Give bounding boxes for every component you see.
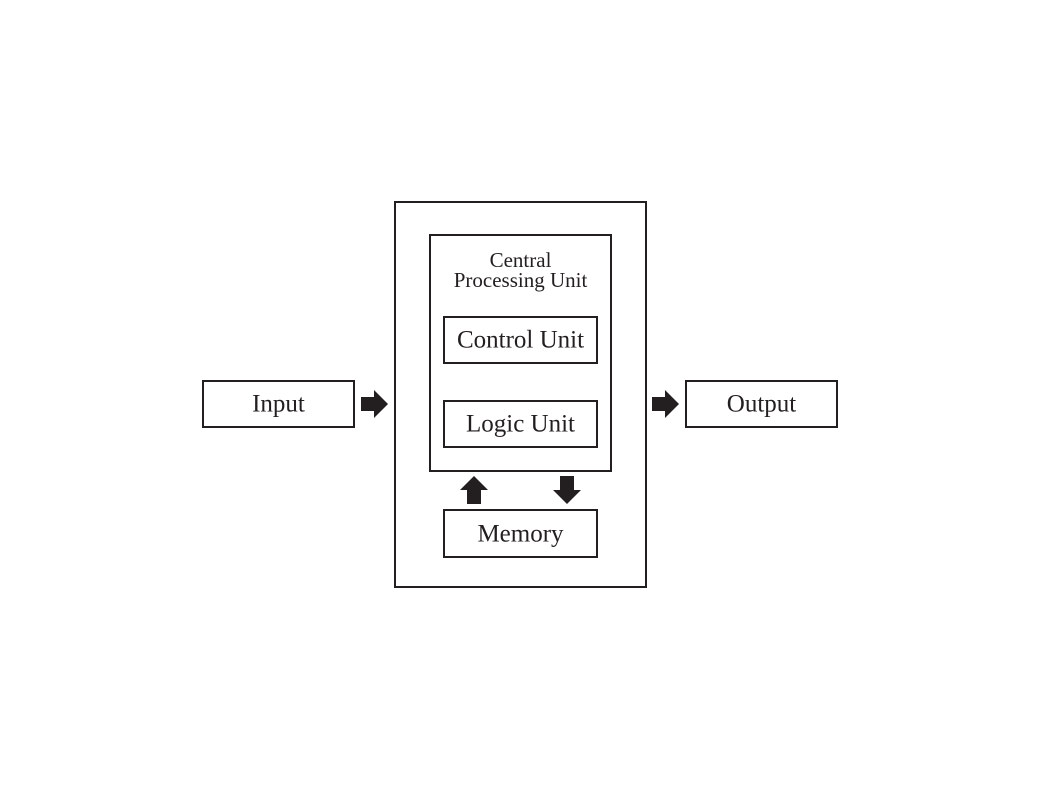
output-box: Output [685,380,838,428]
memory-box: Memory [443,509,598,558]
cpu-title-line-2: Processing Unit [453,268,588,292]
memory-label: Memory [477,520,564,547]
arrow-up-icon [460,476,488,504]
arrow-down-icon [553,476,581,504]
control-unit-box: Control Unit [443,316,598,364]
arrow-right-icon [361,390,388,418]
logic-unit-box: Logic Unit [443,400,598,448]
cpu-title-line-1: Central [489,248,552,272]
output-label: Output [726,390,797,418]
cpu-title: Central Processing Unit [431,248,610,292]
arrow-right-icon [652,390,679,418]
logic-unit-label: Logic Unit [465,410,575,438]
input-label: Input [252,390,305,418]
input-box: Input [202,380,355,428]
control-unit-label: Control Unit [456,326,585,354]
